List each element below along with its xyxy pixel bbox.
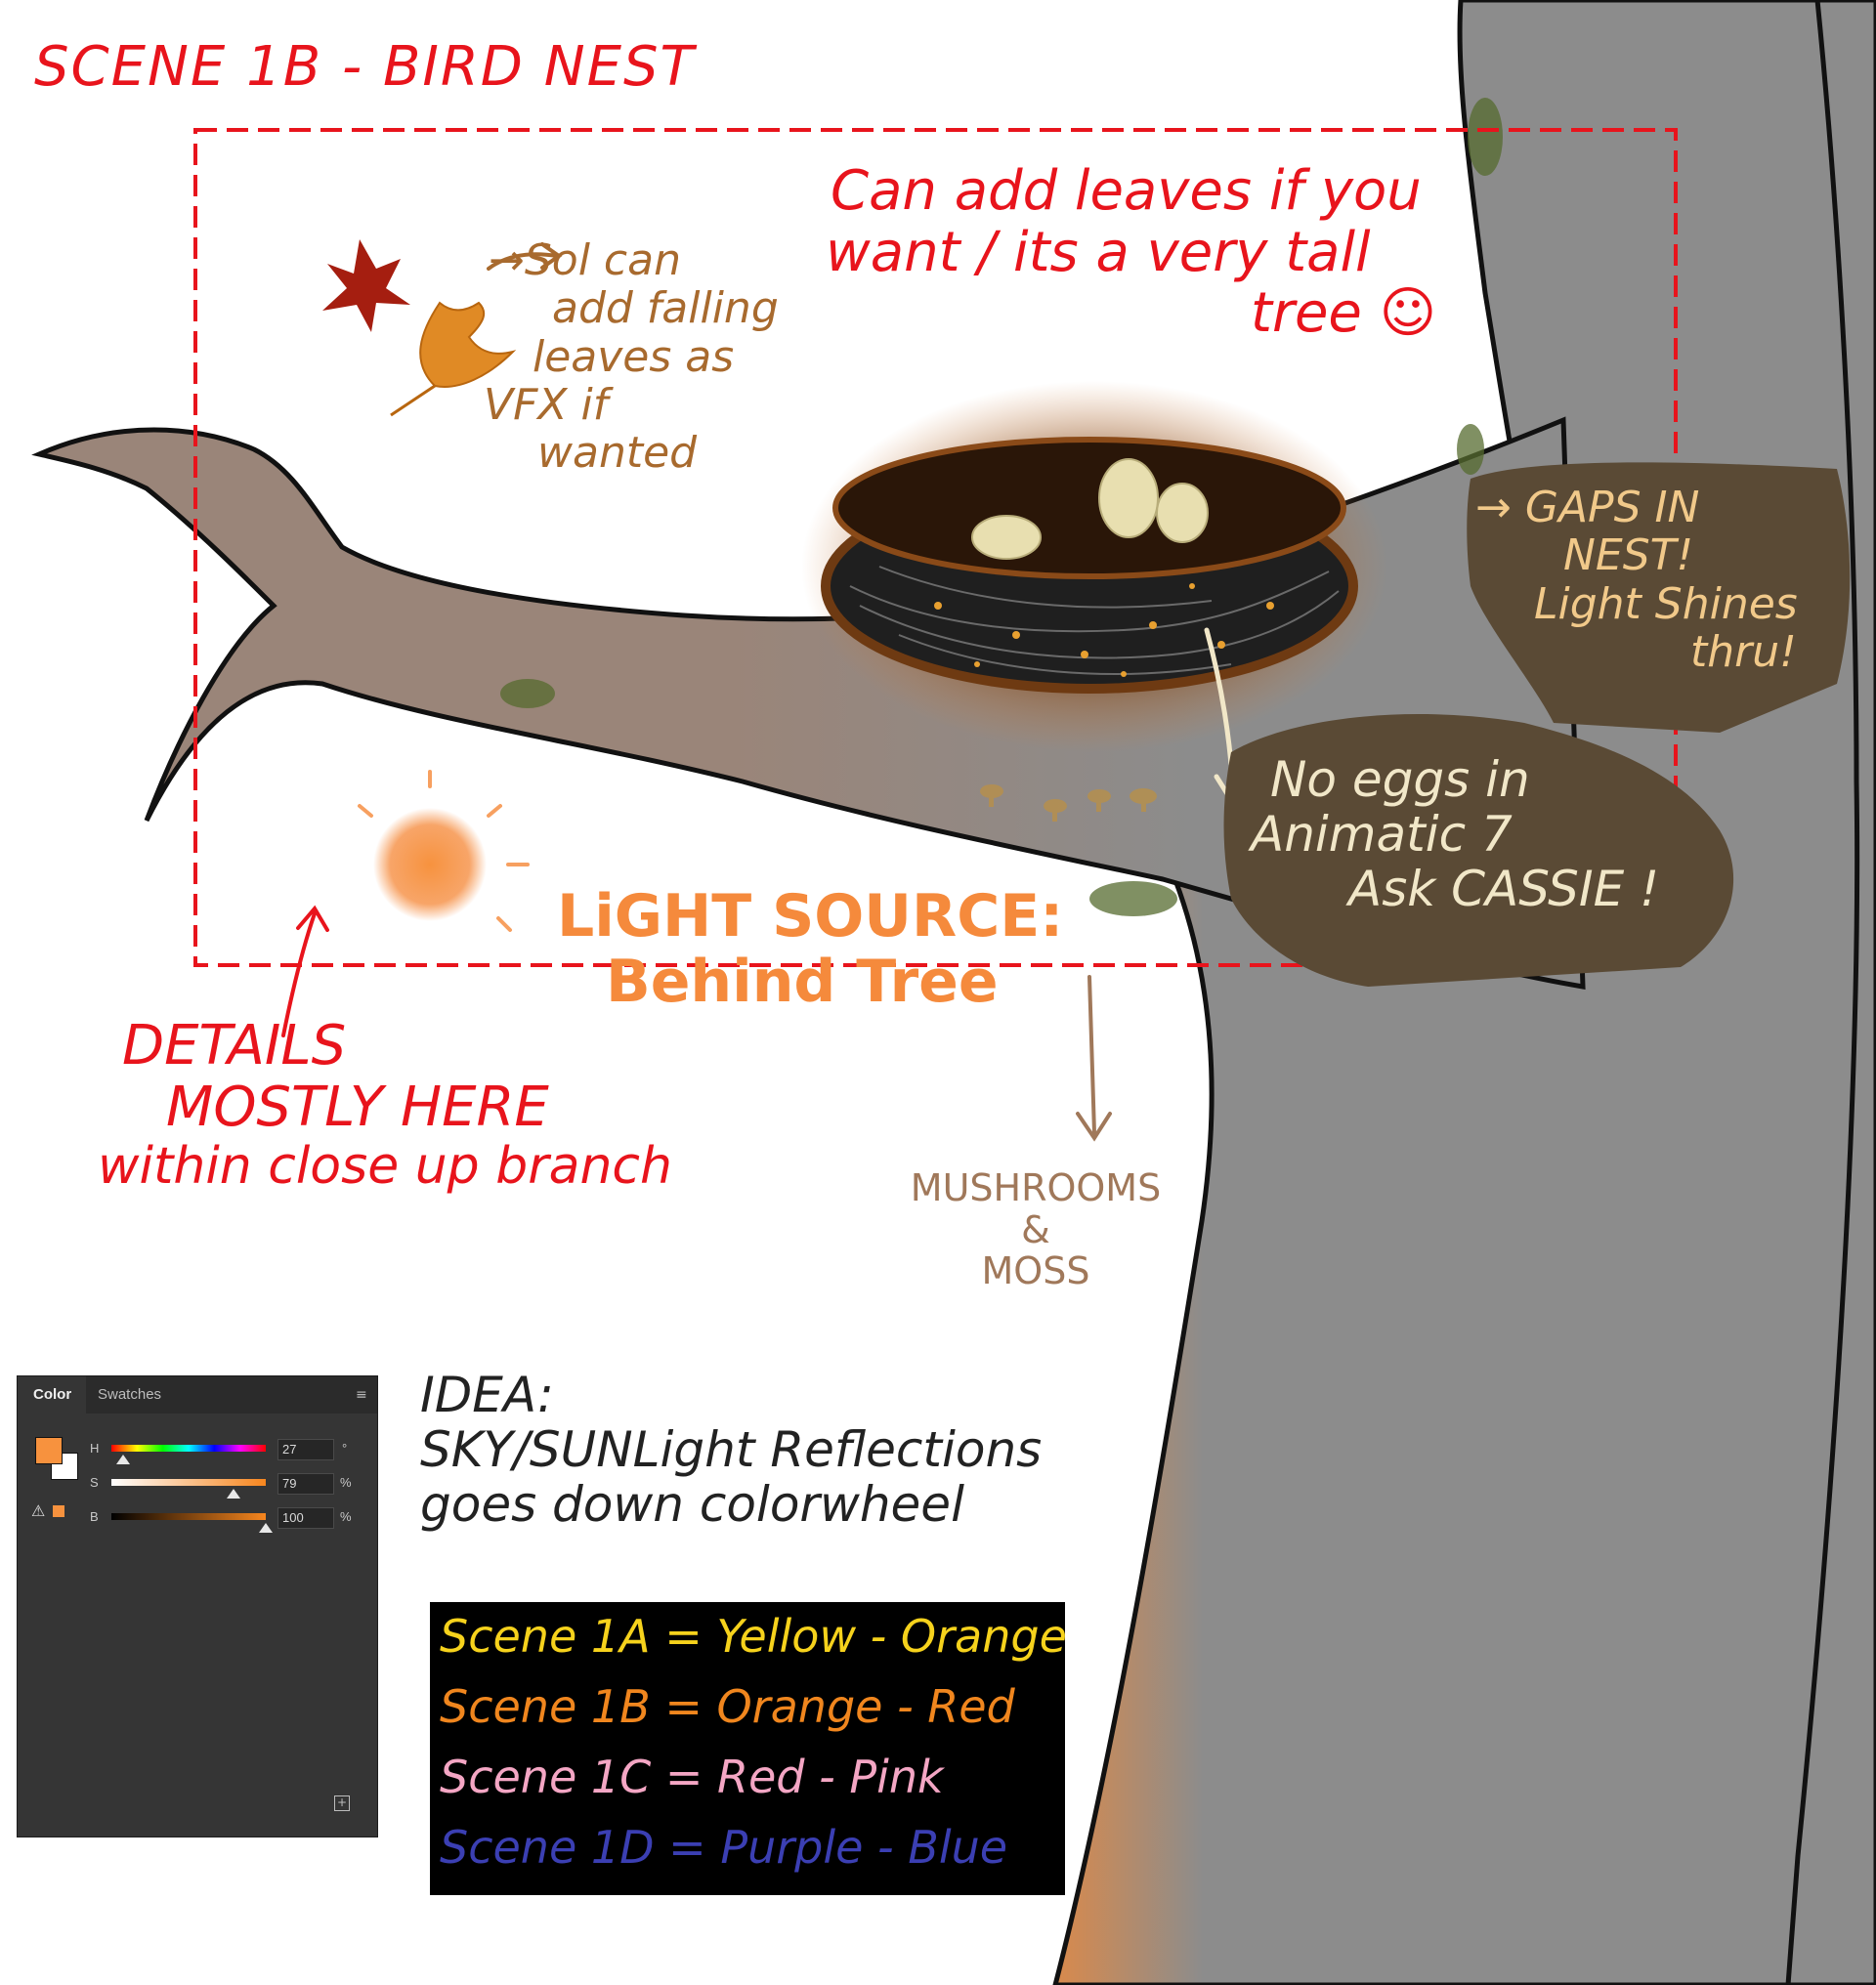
mushroom-arrow-icon — [1076, 975, 1112, 1142]
details-note-line: DETAILS — [122, 1014, 347, 1077]
saturation-value-field[interactable]: 79 — [277, 1473, 334, 1495]
warning-icon[interactable]: ⚠ — [31, 1501, 46, 1520]
moss-patch — [1468, 98, 1503, 176]
color-panel-tabs: Color Swatches ≡ — [18, 1376, 377, 1414]
vfx-note: →Sol can add falling leaves as VFX if wa… — [484, 236, 779, 479]
hue-label: H — [90, 1441, 100, 1456]
hue-thumb[interactable] — [115, 1455, 130, 1464]
moss-patch — [1089, 881, 1177, 916]
orange-leaf-icon — [419, 301, 517, 388]
sun-icon — [358, 770, 530, 932]
tab-color[interactable]: Color — [18, 1376, 86, 1414]
vfx-note-line: VFX if — [484, 379, 609, 430]
brightness-unit: % — [340, 1509, 352, 1524]
saturation-label: S — [90, 1475, 99, 1490]
foreground-swatch[interactable] — [35, 1437, 63, 1464]
details-note: DETAILS MOSTLY HERE within close up bran… — [98, 1014, 672, 1197]
idea-note-line: IDEA: — [420, 1367, 554, 1423]
color-panel: Color Swatches ≡ ⚠ H 27 ° S 79 % B 100 %… — [17, 1375, 378, 1837]
details-note-line: MOSTLY HERE — [166, 1075, 549, 1139]
saturation-slider[interactable] — [111, 1479, 266, 1486]
saturation-thumb[interactable] — [226, 1489, 240, 1499]
hue-unit: ° — [342, 1441, 348, 1456]
scene-color-legend: Scene 1A = Yellow - Orange Scene 1B = Or… — [430, 1602, 1067, 1895]
mushrooms-note: MUSHROOMS & MOSS — [904, 1167, 1168, 1292]
red-leaf-icon — [322, 239, 410, 332]
brightness-label: B — [90, 1509, 99, 1524]
hue-value-field[interactable]: 27 — [277, 1439, 334, 1460]
panel-menu-icon[interactable]: ≡ — [356, 1387, 367, 1403]
mushrooms-note-line: MUSHROOMS — [910, 1166, 1162, 1209]
nest-twigs — [849, 566, 1340, 675]
leaves-note-line: tree ☺ — [1251, 281, 1437, 346]
light-source-label: LiGHT SOURCE: — [557, 882, 1064, 950]
eggs-note-bubble — [1223, 714, 1734, 987]
web-safe-swatch[interactable] — [53, 1505, 64, 1517]
eggs-note-line: Animatic 7 — [1251, 806, 1513, 863]
mushrooms-note-line: & — [1021, 1207, 1050, 1251]
vfx-note-line: wanted — [537, 428, 698, 479]
gaps-note: → GAPS IN NEST! Light Shines thru! — [1475, 484, 1798, 677]
leaves-note-line: want / its a very tall — [826, 220, 1371, 284]
leaves-note: Can add leaves if you want / its a very … — [826, 159, 1437, 346]
camera-frame — [193, 128, 1678, 967]
eggs-note: No eggs in Animatic 7 Ask CASSIE ! — [1251, 751, 1660, 917]
leaves-note-line: Can add leaves if you — [831, 159, 1422, 223]
leaf-stem — [390, 384, 436, 417]
mushrooms-note-line: MOSS — [981, 1249, 1090, 1293]
vfx-note-line: →Sol can — [489, 235, 681, 285]
nest-rim — [832, 437, 1346, 579]
light-source-note: LiGHT SOURCE: Behind Tree — [557, 882, 1064, 1017]
scene-1d-label: Scene 1D = Purple - Blue — [440, 1821, 1008, 1874]
scene-1b-label: Scene 1B = Orange - Red — [440, 1680, 1015, 1733]
moss-patch — [1457, 424, 1484, 475]
gaps-note-line: → GAPS IN — [1475, 483, 1700, 532]
eggs-note-line: No eggs in — [1270, 751, 1530, 808]
mushrooms — [980, 784, 1157, 822]
gaps-note-bubble — [1467, 462, 1851, 733]
tab-swatches[interactable]: Swatches — [98, 1386, 162, 1403]
eggs — [971, 458, 1209, 560]
light-source-value: Behind Tree — [606, 948, 999, 1017]
gaps-note-line: NEST! — [1563, 530, 1694, 581]
nest-light-specks — [934, 583, 1274, 677]
gaps-note-line: thru! — [1690, 626, 1797, 677]
vfx-arrow-icon — [487, 242, 563, 271]
eggs-note-line: Ask CASSIE ! — [1348, 861, 1660, 917]
details-arrow-icon — [281, 905, 329, 1037]
scene-1a-label: Scene 1A = Yellow - Orange — [440, 1610, 1067, 1663]
moss-patch — [500, 679, 555, 708]
add-swatch-icon[interactable]: + — [334, 1795, 350, 1811]
saturation-unit: % — [340, 1475, 352, 1490]
gaps-note-line: Light Shines — [1534, 578, 1798, 629]
scene-1c-label: Scene 1C = Red - Pink — [440, 1751, 944, 1803]
vfx-note-line: add falling — [552, 283, 779, 334]
vfx-note-line: leaves as — [533, 331, 735, 382]
brightness-thumb[interactable] — [259, 1523, 273, 1533]
brightness-slider[interactable] — [111, 1513, 266, 1520]
hue-slider[interactable] — [111, 1445, 266, 1452]
idea-note-line: goes down colorwheel — [420, 1476, 964, 1533]
details-note-line: within close up branch — [98, 1137, 672, 1197]
scene-title: SCENE 1B - BIRD NEST — [34, 35, 696, 99]
trunk-right-edge — [1785, 0, 1860, 1985]
idea-note: IDEA: SKY/SUNLight Reflections goes down… — [420, 1368, 1042, 1532]
brightness-value-field[interactable]: 100 — [277, 1507, 334, 1529]
idea-note-line: SKY/SUNLight Reflections — [420, 1421, 1043, 1478]
